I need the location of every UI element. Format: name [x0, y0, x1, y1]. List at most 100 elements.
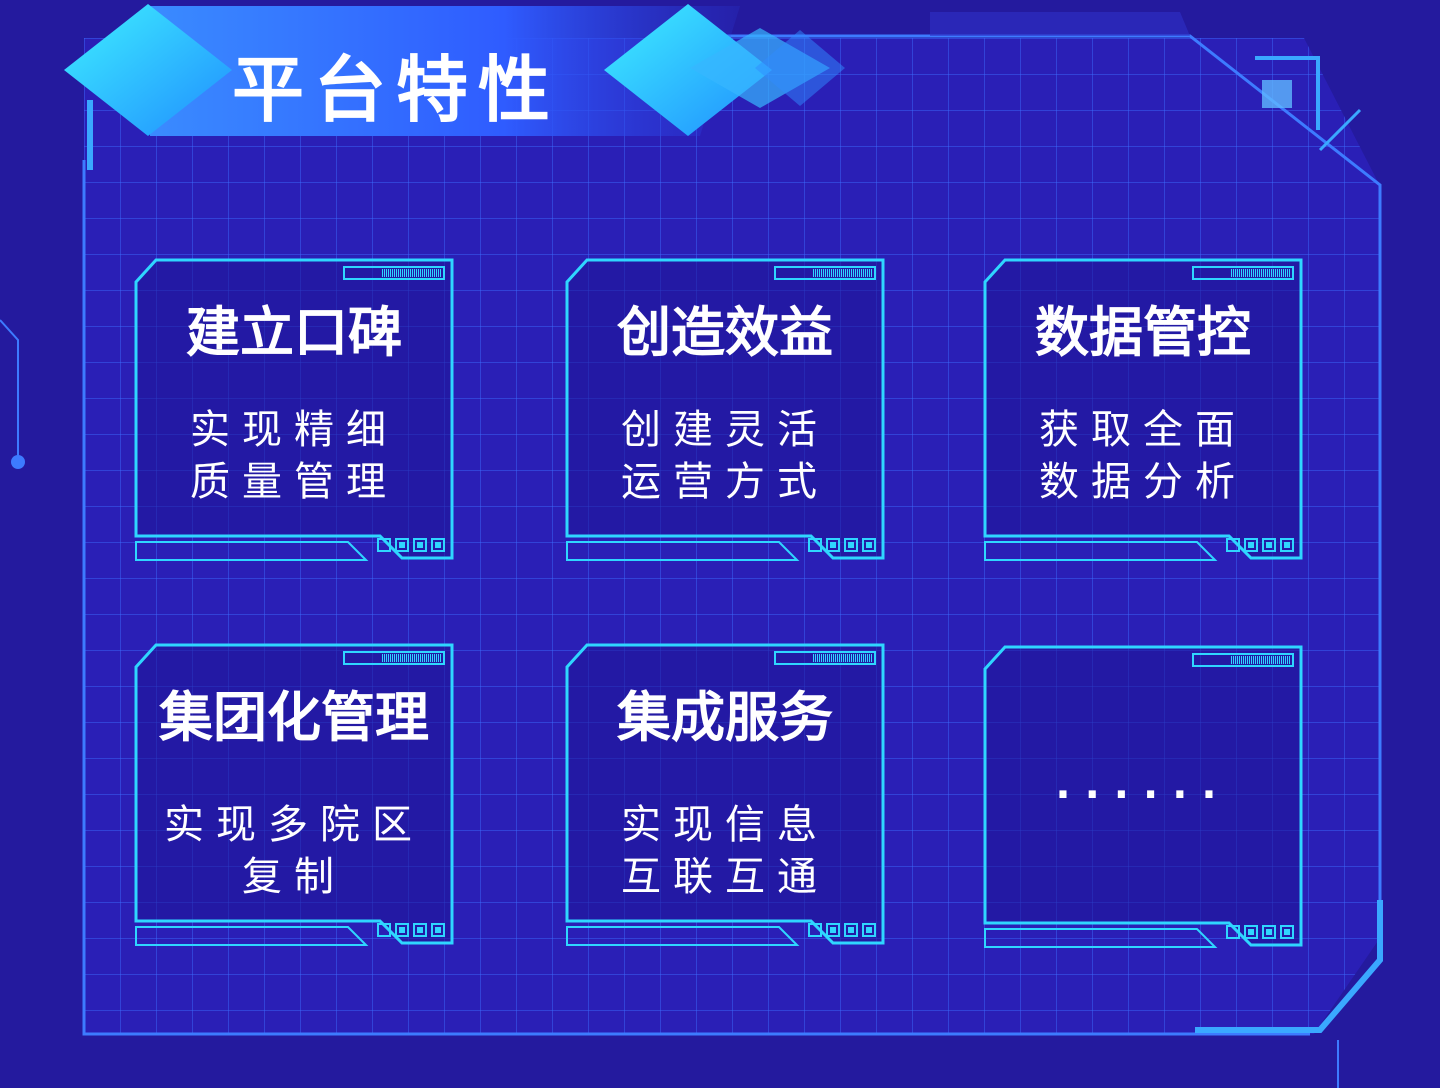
card-title: 数据管控: [1035, 301, 1251, 364]
card-progress-tick: [386, 654, 387, 662]
card-progress-tick: [869, 654, 870, 662]
card-progress-bar: [774, 651, 876, 665]
card-progress-tick: [851, 269, 852, 277]
card-description: 实现信息 互联互通: [565, 799, 885, 903]
card-progress-tick: [819, 654, 820, 662]
card-square: [844, 923, 858, 937]
card-description: 创建灵活 运营方式: [565, 404, 885, 508]
card-progress-tick: [863, 269, 864, 277]
card-progress-tick: [1241, 269, 1242, 277]
card-progress-tick: [406, 269, 407, 277]
card-progress-tick: [859, 654, 860, 662]
card-progress-tick: [434, 269, 435, 277]
card-progress-tick: [402, 269, 403, 277]
card-progress-tick: [1287, 269, 1288, 277]
card-progress-tick: [1245, 269, 1246, 277]
card-progress-tick: [410, 654, 411, 662]
card-progress-tick: [865, 269, 866, 277]
feature-card-more: ······: [983, 645, 1305, 951]
card-square: [413, 923, 427, 937]
card-progress-tick: [382, 269, 383, 277]
card-progress-tick: [418, 654, 419, 662]
card-progress-tick: [400, 654, 401, 662]
card-progress-tick: [1243, 656, 1244, 664]
card-progress-tick: [845, 269, 846, 277]
card-progress-tick: [416, 269, 417, 277]
card-frame: [134, 643, 454, 946]
card-progress-tick: [1285, 269, 1286, 277]
banner-shadow: [930, 12, 1190, 36]
card-progress-bar: [1192, 653, 1294, 667]
card-progress-tick: [835, 654, 836, 662]
card-description: 获取全面 数据分析: [983, 404, 1303, 508]
card-bottom-bar: [135, 926, 369, 946]
card-progress-tick: [827, 269, 828, 277]
card-desc-line: 质量管理: [190, 459, 398, 505]
card-progress-tick: [430, 654, 431, 662]
card-progress-tick: [827, 654, 828, 662]
card-progress-tick: [1275, 269, 1276, 277]
card-progress-tick: [823, 654, 824, 662]
card-desc-line: 创建灵活: [621, 407, 829, 453]
card-progress-tick: [1269, 269, 1270, 277]
card-progress-tick: [823, 269, 824, 277]
card-square-fill: [1248, 929, 1254, 935]
card-progress-tick: [863, 654, 864, 662]
card-progress-tick: [430, 269, 431, 277]
card-bottom-bar: [566, 541, 800, 561]
card-desc-line: 实现信息: [621, 802, 829, 848]
card-progress-tick: [1281, 269, 1282, 277]
card-progress-tick: [404, 269, 405, 277]
card-square: [826, 538, 840, 552]
card-progress-tick: [408, 269, 409, 277]
card-progress-tick: [813, 654, 814, 662]
card-progress-tick: [402, 654, 403, 662]
card-progress-tick: [440, 269, 441, 277]
card-square-fill: [830, 927, 836, 933]
card-desc-line: 实现多院区: [164, 802, 424, 848]
card-square-fill: [399, 927, 405, 933]
card-progress-tick: [1271, 269, 1272, 277]
card-progress-tick: [817, 269, 818, 277]
card-progress-tick: [841, 269, 842, 277]
card-progress-tick: [867, 269, 868, 277]
card-progress-tick: [833, 269, 834, 277]
card-progress-tick: [410, 269, 411, 277]
card-title: 集成服务: [617, 686, 833, 749]
card-progress-tick: [1261, 656, 1262, 664]
card-square-fill: [848, 542, 854, 548]
diamond-right-echo-2: [755, 30, 845, 106]
card-progress-tick: [1289, 656, 1290, 664]
card-progress-tick: [861, 269, 862, 277]
card-progress-tick: [394, 654, 395, 662]
card-frame: [565, 258, 885, 561]
card-description: 实现多院区 复制: [134, 799, 454, 903]
card-desc-line: 复制: [242, 854, 346, 900]
card-desc-line: 获取全面: [1039, 407, 1247, 453]
card-progress-tick: [833, 654, 834, 662]
corner-accent-top-right: [1255, 56, 1320, 130]
card-square-fill: [1284, 929, 1290, 935]
card-progress-tick: [1231, 656, 1232, 664]
card-progress-tick: [1263, 269, 1264, 277]
card-square: [1244, 925, 1258, 939]
card-progress-tick: [1277, 269, 1278, 277]
card-progress-tick: [1287, 656, 1288, 664]
card-progress-tick: [1255, 656, 1256, 664]
card-progress-tick: [843, 269, 844, 277]
card-square-fill: [417, 542, 423, 548]
card-square-fill: [830, 542, 836, 548]
card-square-fill: [399, 542, 405, 548]
card-progress-tick: [426, 654, 427, 662]
card-progress-tick: [1231, 269, 1232, 277]
card-progress-tick: [869, 269, 870, 277]
card-progress-tick: [406, 654, 407, 662]
card-progress-tick: [1237, 656, 1238, 664]
card-progress-tick: [1239, 269, 1240, 277]
card-bottom-bar: [135, 541, 369, 561]
card-progress-tick: [388, 269, 389, 277]
card-progress-tick: [412, 269, 413, 277]
page-title: 平台特性: [232, 48, 561, 132]
card-progress-tick: [1275, 656, 1276, 664]
